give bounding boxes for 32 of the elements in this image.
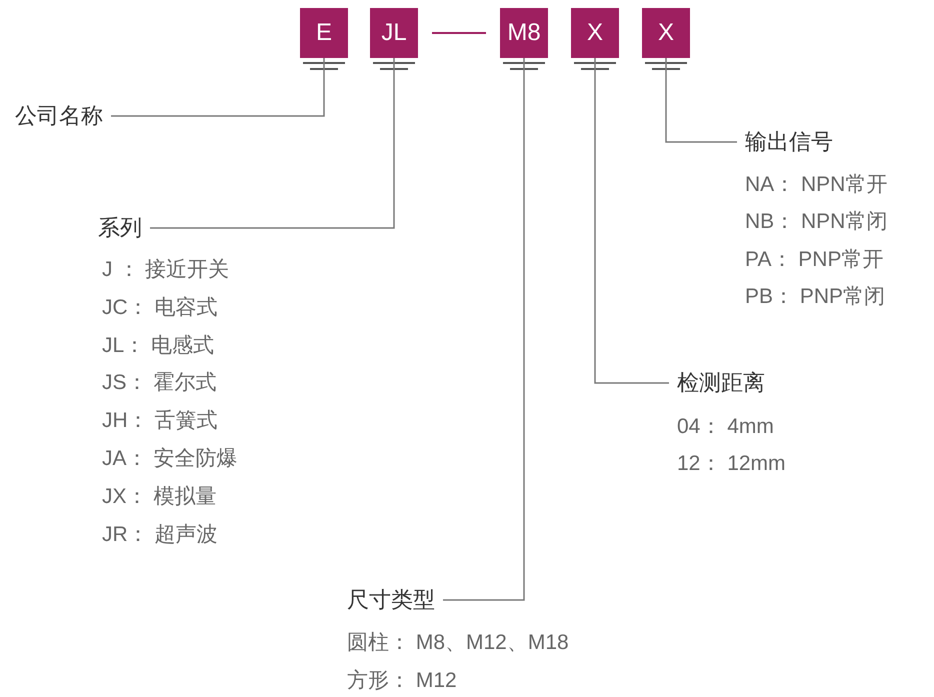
list-item: JA： 安全防爆 xyxy=(102,446,238,472)
heading-text: 公司名称 xyxy=(15,103,103,129)
leader-line xyxy=(665,58,737,143)
list-item: 方形： M12 xyxy=(347,668,457,694)
list-item: J ： 接近开关 xyxy=(102,257,230,283)
list-item: 04： 4mm xyxy=(677,414,774,440)
list-item: PB： PNP常闭 xyxy=(745,284,886,310)
list-item: NA： NPN常开 xyxy=(745,172,888,198)
list-item: PA： PNP常开 xyxy=(745,246,884,273)
leader-line xyxy=(150,58,395,229)
leader-line xyxy=(111,58,325,117)
list-item: JS： 霍尔式 xyxy=(102,370,216,396)
list-item: JC： 电容式 xyxy=(102,294,218,321)
code-box: X xyxy=(571,8,619,58)
list-item: NB： NPN常闭 xyxy=(745,209,888,236)
leader-line xyxy=(594,58,669,384)
code-box: M8 xyxy=(500,8,548,58)
list-item: 圆柱： M8、M12、M18 xyxy=(347,630,569,656)
code-box: JL xyxy=(370,8,418,58)
heading-text: 输出信号 xyxy=(745,129,833,155)
heading-text: 尺寸类型 xyxy=(347,587,435,613)
list-item: JL： 电感式 xyxy=(102,332,214,359)
list-item: JR： 超声波 xyxy=(102,522,218,548)
list-item: 12： 12mm xyxy=(677,450,786,476)
heading-text: 系列 xyxy=(98,215,142,241)
list-item: JH： 舌簧式 xyxy=(102,408,218,434)
code-box: E xyxy=(300,8,348,58)
code-box: X xyxy=(642,8,690,58)
list-item: JX： 模拟量 xyxy=(102,484,216,510)
heading-text: 检测距离 xyxy=(677,370,765,396)
leader-line xyxy=(443,58,525,601)
connector-line xyxy=(432,32,486,34)
